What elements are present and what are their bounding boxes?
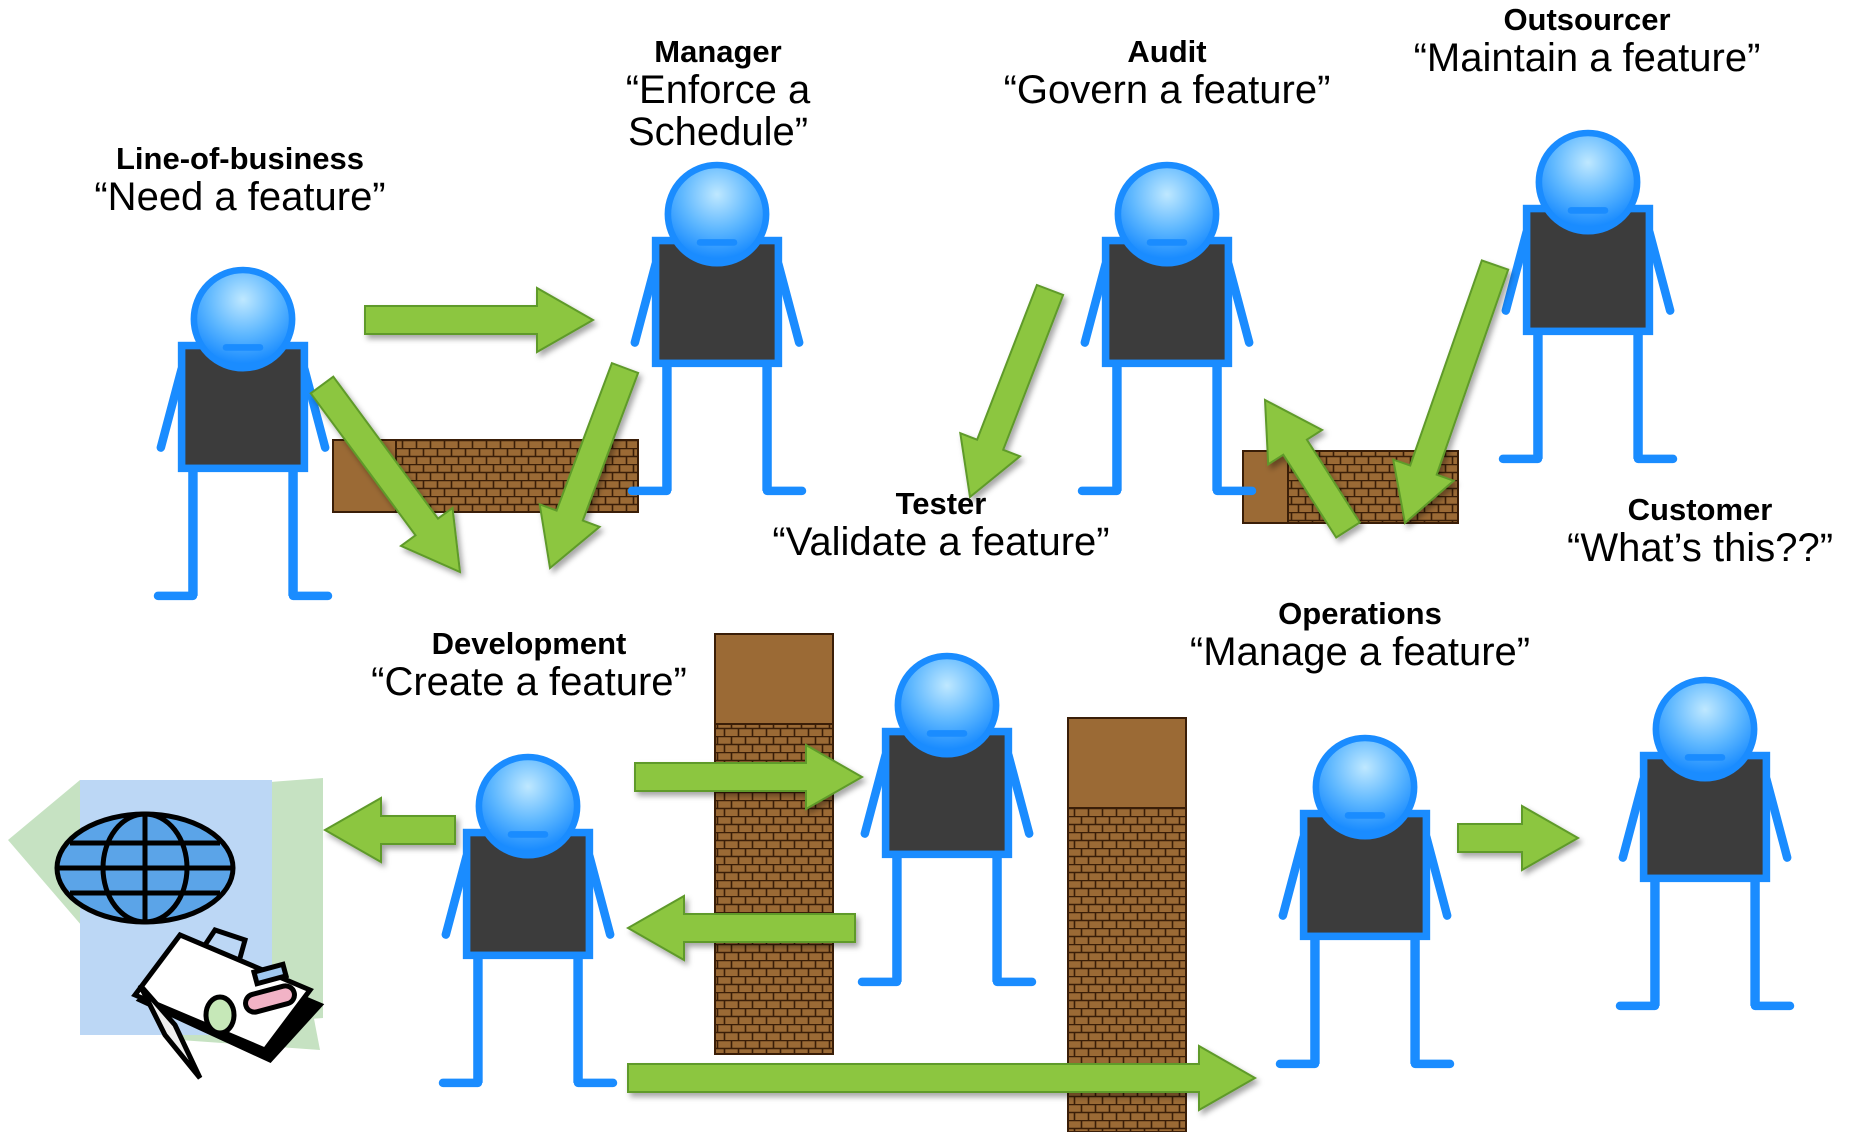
role-label: Line-of-business bbox=[115, 141, 364, 176]
quote-label: “What’s this??” bbox=[1566, 525, 1834, 570]
quote-label-line2: Schedule” bbox=[627, 109, 809, 154]
arrow-development-to-operations bbox=[627, 1044, 1258, 1112]
quote-label: “Manage a feature” bbox=[1189, 629, 1531, 674]
quote-label: “Govern a feature” bbox=[1003, 67, 1331, 112]
actor-customer: Customer “What’s this??” bbox=[1566, 492, 1834, 570]
quote-label: “Maintain a feature” bbox=[1413, 35, 1761, 80]
arrow-wall-to-audit bbox=[1263, 398, 1362, 539]
quote-label: “Need a feature” bbox=[94, 174, 386, 219]
suitcase-icon bbox=[131, 927, 325, 1080]
arrow-lob-to-manager bbox=[364, 286, 596, 354]
arrow-lob-to-development bbox=[309, 375, 462, 574]
role-label: Development bbox=[431, 626, 627, 661]
actor-tester: Tester “Validate a feature” bbox=[772, 486, 1110, 564]
arrow-audit-to-tester bbox=[959, 283, 1065, 499]
actor-audit: Audit “Govern a feature” bbox=[1003, 34, 1331, 112]
role-label: Outsourcer bbox=[1503, 2, 1671, 37]
brick-wall-dev-tester bbox=[714, 633, 834, 1055]
arrow-tester-to-development bbox=[625, 894, 856, 962]
arrow-manager-to-development bbox=[538, 361, 640, 570]
travel-clipart bbox=[8, 778, 325, 1080]
role-label: Audit bbox=[1127, 34, 1207, 69]
arrow-development-to-tester bbox=[634, 743, 865, 811]
person-manager bbox=[632, 165, 802, 491]
role-label: Customer bbox=[1627, 492, 1773, 527]
actor-manager: Manager “Enforce a Schedule” bbox=[625, 34, 811, 154]
arrow-development-to-travel bbox=[322, 796, 456, 864]
person-customer bbox=[1620, 680, 1790, 1006]
role-label: Operations bbox=[1278, 596, 1442, 631]
person-tester bbox=[862, 656, 1032, 982]
actor-operations: Operations “Manage a feature” bbox=[1189, 596, 1531, 674]
role-label: Manager bbox=[654, 34, 782, 69]
arrow-operations-to-customer bbox=[1457, 804, 1581, 872]
actor-line-of-business: Line-of-business “Need a feature” bbox=[94, 141, 386, 219]
person-development bbox=[443, 757, 613, 1083]
actor-outsourcer: Outsourcer “Maintain a feature” bbox=[1413, 2, 1761, 80]
role-label: Tester bbox=[895, 486, 987, 521]
arrow-outsourcer-to-wall bbox=[1391, 259, 1510, 525]
actor-development: Development “Create a feature” bbox=[371, 626, 687, 704]
globe-icon bbox=[54, 811, 236, 925]
arrow-layer bbox=[309, 259, 1581, 1112]
person-outsourcer bbox=[1503, 133, 1673, 459]
person-line-of-business bbox=[158, 270, 328, 596]
quote-label-line1: “Enforce a bbox=[625, 67, 811, 112]
person-operations bbox=[1280, 738, 1450, 1064]
quote-label: “Create a feature” bbox=[371, 659, 687, 704]
person-audit bbox=[1082, 165, 1252, 491]
quote-label: “Validate a feature” bbox=[772, 519, 1110, 564]
